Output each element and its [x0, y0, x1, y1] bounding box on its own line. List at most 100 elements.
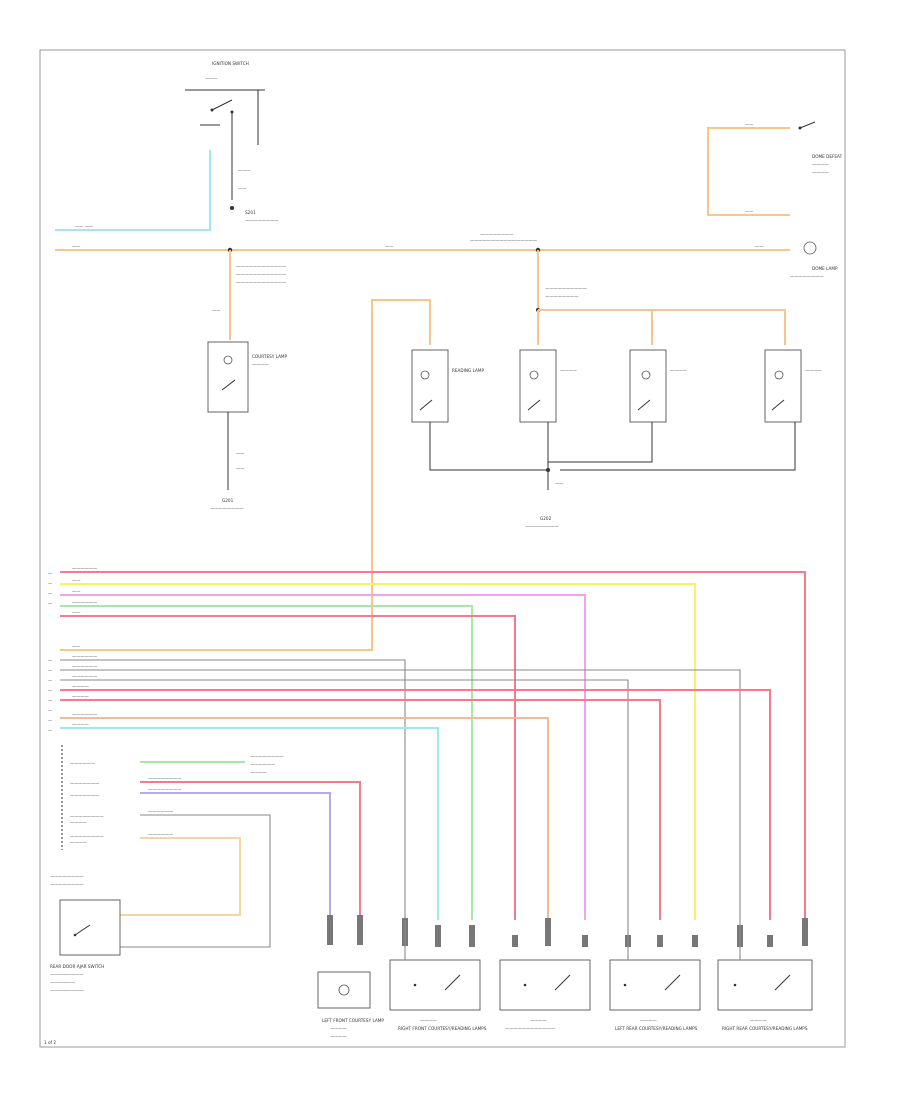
svg-text:—: — [48, 601, 52, 606]
rf-reading-module: ———— ———————————— [499, 959, 591, 1031]
svg-text:————: ———— [640, 1018, 657, 1023]
svg-text:————: ———— [670, 368, 687, 373]
rear-door-switch-label: REAR DOOR AJAR SWITCH [50, 964, 104, 969]
rr-reading-module: ———— RIGHT REAR COURTESY/READING LAMPS [717, 959, 813, 1031]
svg-text:—: — [48, 581, 52, 586]
svg-text:—: — [48, 708, 52, 713]
svg-text:——————: —————— [70, 761, 95, 766]
cyan-wire-bottom [60, 727, 439, 920]
svg-text:—— ——: —— —— [75, 224, 93, 229]
svg-text:————: ———— [805, 368, 822, 373]
pink-wire [60, 594, 586, 920]
red-wire-4 [60, 699, 661, 920]
red-wire-2 [60, 615, 516, 920]
diagram-frame [39, 49, 846, 1048]
dome-defeat-switch: —— —— DOME DEFEAT ———— ———— DOME LAMP ——… [707, 121, 843, 279]
svg-text:————: ———— [330, 1026, 347, 1031]
svg-text:————: ———— [812, 170, 829, 175]
svg-text:————————————: ———————————— [236, 264, 286, 269]
green-wire [60, 605, 473, 920]
svg-text:———: ——— [205, 76, 218, 81]
gray-wire-4 [60, 669, 741, 920]
svg-text:————: ———— [330, 1034, 347, 1039]
svg-text:—: — [48, 678, 52, 683]
ignition-switch-label: IGNITION SWITCH [212, 61, 249, 66]
reading-lamp-2: ———— [519, 349, 577, 423]
svg-text:——————: —————— [72, 654, 97, 659]
svg-text:————————: ———————— [70, 834, 104, 839]
svg-text:————————————————: ———————————————— [470, 238, 537, 243]
lf-reading-module: ———— RIGHT FRONT COURTESY/READING LAMPS [389, 959, 487, 1031]
svg-text:————————: ———————— [245, 218, 279, 223]
reading-lamp-3: ———— [629, 349, 687, 423]
svg-text:————: ———— [420, 1018, 437, 1023]
svg-text:————————: ———————— [250, 754, 284, 759]
svg-text:——————: —————— [72, 566, 97, 571]
svg-text:————————————: ———————————— [505, 1026, 555, 1031]
reading-lamp-4: ———— [764, 349, 822, 423]
svg-text:—: — [48, 571, 52, 576]
svg-text:————: ———— [750, 1018, 767, 1023]
svg-text:————————: ———————— [148, 776, 182, 781]
red-wire-3 [60, 689, 771, 920]
lr-module-label: LEFT REAR COURTESY/READING LAMPS [615, 1026, 698, 1031]
svg-text:————————————: ———————————— [236, 272, 286, 277]
red-wire-1 [60, 571, 806, 920]
svg-text:————————: ———————— [50, 972, 84, 977]
svg-text:——————: —————— [72, 712, 97, 717]
lf-lamp-label: LEFT FRONT COURTESY LAMP [322, 1018, 384, 1023]
courtesy-lamp-label: COURTESY LAMP [252, 354, 288, 359]
svg-text:——————————: —————————— [545, 286, 587, 291]
svg-text:——————: —————— [250, 762, 275, 767]
svg-text:———————: ——————— [70, 793, 99, 798]
svg-text:——: —— [72, 589, 80, 594]
svg-text:————: ———— [530, 1018, 547, 1023]
svg-text:—: — [48, 688, 52, 693]
reading-lamp-label-1: READING LAMP [452, 368, 484, 373]
svg-text:——: —— [745, 209, 753, 214]
svg-text:————: ———— [70, 840, 87, 845]
svg-text:————————: ———————— [525, 524, 559, 529]
lavender-wire [140, 792, 331, 920]
svg-text:————: ———— [812, 162, 829, 167]
cyan-wire-top [55, 150, 211, 231]
lf-module-label: RIGHT FRONT COURTESY/READING LAMPS [398, 1026, 487, 1031]
svg-text:——————: —————— [72, 674, 97, 679]
page-ref: 1 of 2 [44, 1040, 56, 1045]
svg-text:——: —— [72, 578, 80, 583]
dome-lamp-label: DOME LAMP [812, 266, 838, 271]
svg-text:——————: —————— [148, 809, 173, 814]
splice-top-label: S201 [245, 210, 256, 215]
gray-wire-1 [60, 659, 406, 920]
svg-text:————: ———— [560, 368, 577, 373]
svg-text:—: — [48, 591, 52, 596]
rear-door-ajar-switch: ———————— ———————— REAR DOOR AJAR SWITCH … [50, 874, 121, 993]
svg-text:————————: ———————— [50, 988, 84, 993]
svg-text:—: — [48, 698, 52, 703]
svg-text:————————: ———————— [50, 882, 84, 887]
reading-lamp-1: READING LAMP [411, 349, 484, 423]
lr-reading-module: ———— LEFT REAR COURTESY/READING LAMPS [609, 959, 701, 1031]
svg-text:————————: ———————— [148, 787, 182, 792]
svg-text:—: — [48, 718, 52, 723]
svg-text:——: —— [72, 644, 80, 649]
svg-text:————: ———— [250, 770, 267, 775]
svg-text:—: — [48, 668, 52, 673]
svg-text:——: —— [72, 610, 80, 615]
ground-g2-label: G202 [540, 516, 552, 521]
svg-text:——————: —————— [148, 832, 173, 837]
svg-text:————: ———— [252, 362, 269, 367]
svg-text:———————: ——————— [70, 781, 99, 786]
svg-text:——: —— [238, 186, 246, 191]
svg-text:——————: —————— [72, 600, 97, 605]
ground-g1-label: G201 [222, 498, 234, 503]
svg-text:——: —— [755, 244, 763, 249]
svg-text:——————: —————— [50, 980, 75, 985]
svg-text:————————: ———————— [480, 232, 514, 237]
svg-text:——: —— [745, 122, 753, 127]
rr-module-label: RIGHT REAR COURTESY/READING LAMPS [722, 1026, 808, 1031]
svg-text:———: ——— [238, 168, 251, 173]
svg-text:————————: ———————— [210, 506, 244, 511]
svg-text:—: — [48, 658, 52, 663]
svg-text:————————: ———————— [790, 274, 824, 279]
